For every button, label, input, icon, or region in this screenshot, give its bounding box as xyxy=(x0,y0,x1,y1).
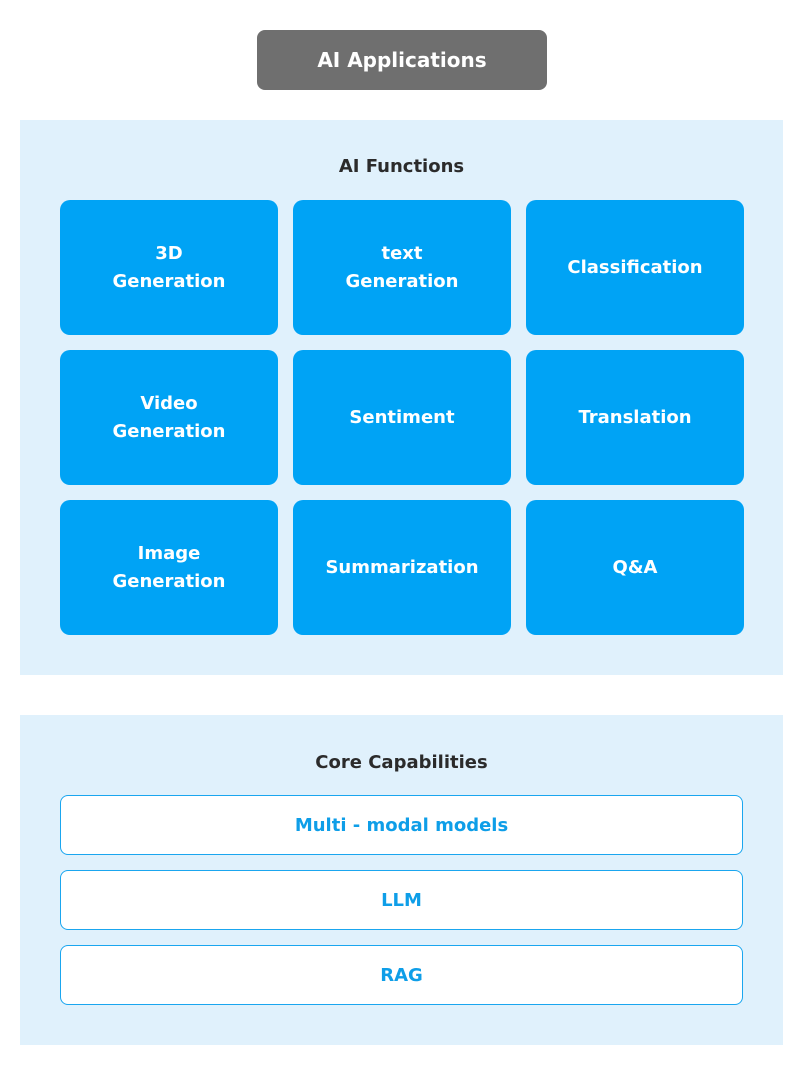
function-tile-3d-generation: 3D Generation xyxy=(60,200,278,335)
function-tile-translation: Translation xyxy=(526,350,744,485)
core-capabilities-list: Multi - modal models LLM RAG xyxy=(60,795,743,1020)
function-tile-line1: text xyxy=(381,242,423,264)
function-tile-line2: Generation xyxy=(112,270,226,292)
function-tile-line1: 3D xyxy=(155,242,183,264)
function-tile-line1: Image xyxy=(137,542,201,564)
capability-label: Multi - modal models xyxy=(294,814,509,836)
function-tile-line2: Generation xyxy=(112,570,226,592)
function-tile-line1: Classification xyxy=(567,256,703,278)
function-tile-line1: Translation xyxy=(578,406,692,428)
function-tile-sentiment: Sentiment xyxy=(293,350,511,485)
capability-label: LLM xyxy=(381,889,422,911)
function-tile-classification: Classification xyxy=(526,200,744,335)
core-capabilities-panel: Core Capabilities Multi - modal models L… xyxy=(20,715,783,1045)
capability-label: RAG xyxy=(380,964,423,986)
ai-applications-label: AI Applications xyxy=(317,48,487,72)
ai-functions-panel: AI Functions 3D Generation text Generati… xyxy=(20,120,783,675)
ai-functions-grid: 3D Generation text Generation Classifica… xyxy=(60,200,744,635)
capability-multi-modal-models: Multi - modal models xyxy=(60,795,743,855)
function-tile-line1: Q&A xyxy=(612,556,658,578)
function-tile-line1: Video xyxy=(140,392,198,414)
ai-applications-box: AI Applications xyxy=(257,30,547,90)
function-tile-text-generation: text Generation xyxy=(293,200,511,335)
capability-llm: LLM xyxy=(60,870,743,930)
function-tile-line2: Generation xyxy=(112,420,226,442)
function-tile-image-generation: Image Generation xyxy=(60,500,278,635)
function-tile-summarization: Summarization xyxy=(293,500,511,635)
function-tile-line1: Summarization xyxy=(325,556,479,578)
ai-functions-title: AI Functions xyxy=(338,156,465,177)
function-tile-line1: Sentiment xyxy=(349,406,455,428)
function-tile-line2: Generation xyxy=(345,270,459,292)
capability-rag: RAG xyxy=(60,945,743,1005)
function-tile-qa: Q&A xyxy=(526,500,744,635)
core-capabilities-title: Core Capabilities xyxy=(315,752,488,773)
function-tile-video-generation: Video Generation xyxy=(60,350,278,485)
